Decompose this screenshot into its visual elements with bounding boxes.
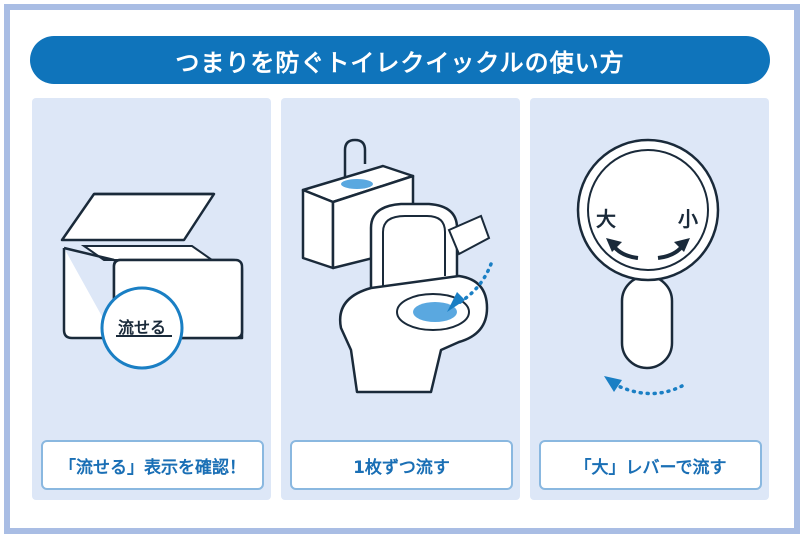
panel-lever: 大 小 「大」レバーで流す bbox=[530, 98, 769, 500]
rotate-arrow-icon bbox=[604, 376, 622, 392]
caption-lever: 「大」レバーで流す bbox=[539, 440, 762, 490]
arrow-right-icon bbox=[674, 238, 690, 252]
toilet-icon bbox=[301, 138, 493, 394]
lever-icon: 大 小 bbox=[576, 138, 720, 396]
caption-flushable: 「流せる」表示を確認！ bbox=[41, 440, 264, 490]
panel-flushable: 流せる 「流せる」表示を確認！ bbox=[32, 98, 271, 500]
lever-small-label: 小 bbox=[678, 207, 698, 231]
page-title: つまりを防ぐトイレクイックルの使い方 bbox=[30, 36, 770, 84]
panel-one-sheet: 1枚ずつ流す bbox=[281, 98, 520, 500]
arrow-left-icon bbox=[606, 238, 622, 252]
lever-large-label: 大 bbox=[596, 207, 616, 231]
caption-one-sheet: 1枚ずつ流す bbox=[290, 440, 513, 490]
flushable-badge-label: 流せる bbox=[118, 318, 166, 337]
package-icon: 流せる bbox=[60, 192, 244, 370]
